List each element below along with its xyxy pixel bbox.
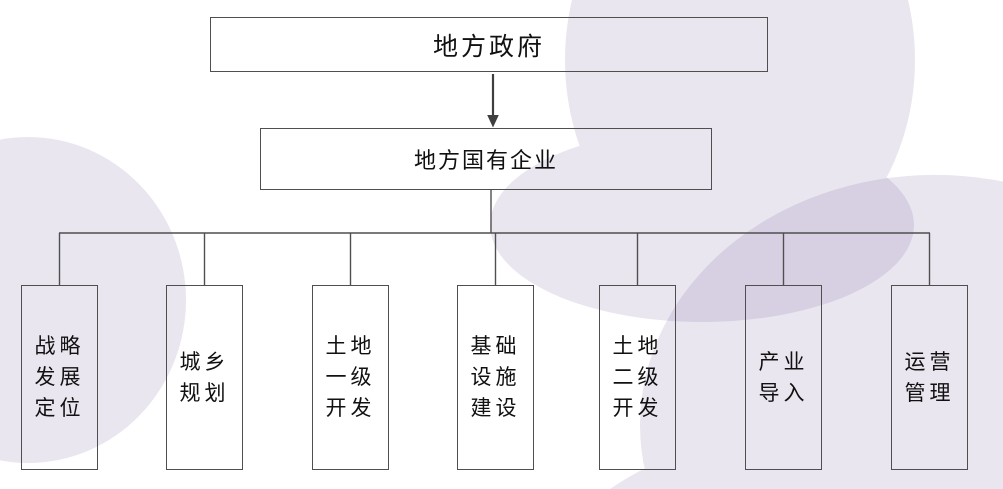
node-local-state-owned-enterprise: 地方国有企业	[260, 128, 712, 190]
node-primary-land-development: 土地 一级 开发	[312, 285, 389, 470]
background-blob-bottomright	[610, 175, 1003, 489]
node-label: 战略 发展 定位	[34, 334, 85, 420]
background-blob-topright-left	[0, 0, 915, 463]
node-label: 地方国有企业	[413, 148, 558, 173]
node-label: 土地 二级 开发	[612, 334, 663, 420]
node-label: 运营 管理	[904, 349, 955, 405]
node-label: 地方政府	[432, 33, 545, 61]
node-secondary-land-development: 土地 二级 开发	[599, 285, 676, 470]
node-label: 城乡 规划	[179, 349, 230, 405]
node-label: 产业 导入	[758, 349, 809, 405]
node-operation-management: 运营 管理	[891, 285, 968, 470]
node-label: 基础 设施 建设	[470, 334, 521, 420]
arrow-head-icon	[487, 115, 499, 128]
node-local-government: 地方政府	[210, 17, 768, 72]
node-industry-introduction: 产业 导入	[745, 285, 822, 470]
node-label: 土地 一级 开发	[325, 334, 376, 420]
node-strategic-development-positioning: 战略 发展 定位	[21, 285, 98, 470]
node-infrastructure-construction: 基础 设施 建设	[457, 285, 534, 470]
node-urban-rural-planning: 城乡 规划	[166, 285, 243, 470]
